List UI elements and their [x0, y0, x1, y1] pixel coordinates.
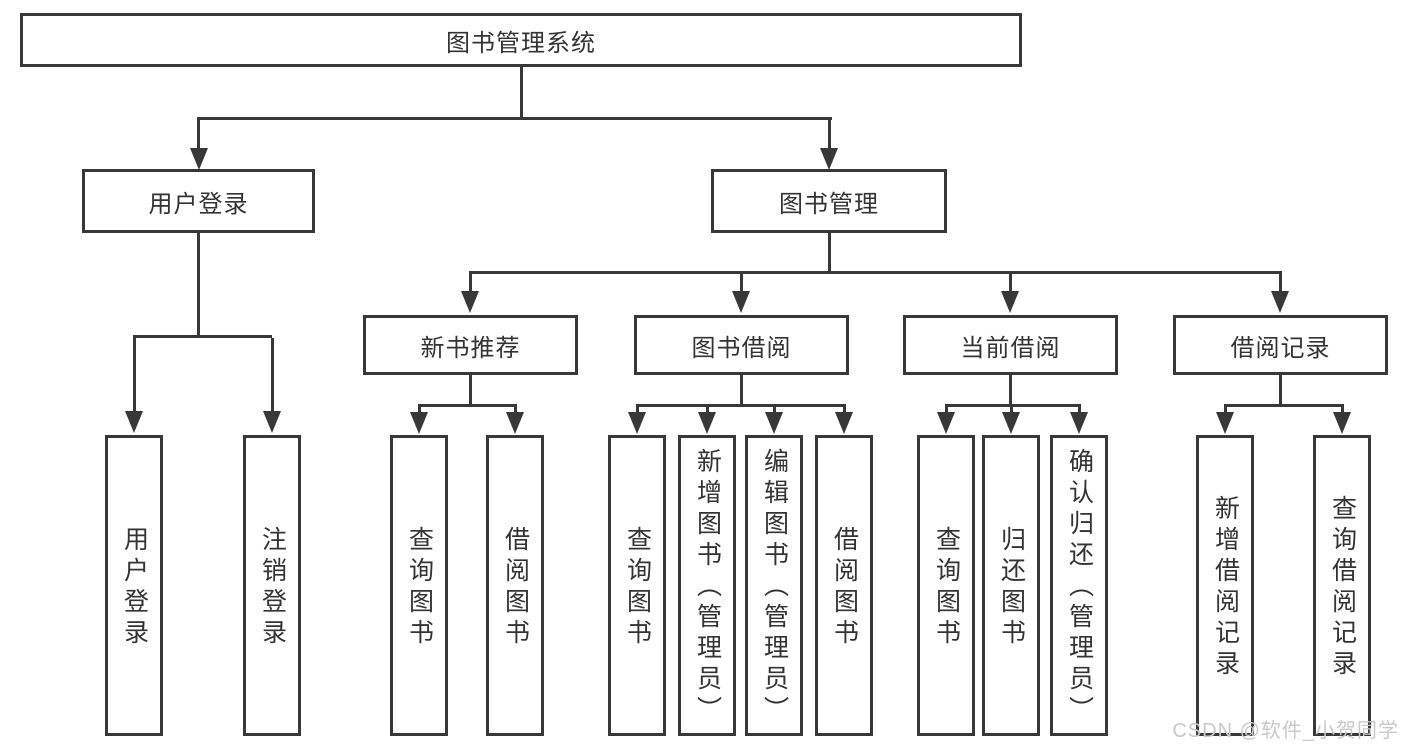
leaf-query-books-current: 查询图书: [917, 435, 975, 736]
connector-recommend-stem-1: [418, 407, 421, 415]
node-user-login: 用户登录: [82, 169, 315, 233]
arrow-down-icon: [263, 411, 281, 433]
connector-borrow-stem-1: [636, 407, 639, 415]
node-new-book-recommend: 新书推荐: [363, 315, 578, 375]
leaf-query-borrow-record: 查询借阅记录: [1313, 435, 1371, 736]
arrow-down-icon: [410, 412, 428, 434]
leaf-add-books-admin: 新增图书（管理员）: [678, 435, 736, 736]
connector-root-stem-left: [197, 120, 200, 150]
arrow-down-icon: [698, 412, 716, 434]
arrow-down-icon: [835, 412, 853, 434]
connector-records-stem-2: [1341, 407, 1344, 415]
csdn-watermark: CSDN @软件_小贺同学: [1172, 720, 1399, 742]
leaf-borrow-books-recommend: 借阅图书: [486, 435, 544, 736]
arrow-down-icon: [1216, 412, 1234, 434]
connector-borrow-stem-4: [843, 407, 846, 415]
arrow-down-icon: [765, 412, 783, 434]
connector-userlogin-vline: [197, 233, 200, 337]
arrow-down-icon: [1271, 291, 1289, 313]
arrow-down-icon: [190, 148, 208, 170]
arrow-down-icon: [1002, 412, 1020, 434]
connector-borrow-vline: [740, 375, 743, 406]
arrow-down-icon: [937, 412, 955, 434]
connector-current-hline: [945, 404, 1081, 407]
connector-bookmgmt-stem-4: [1279, 274, 1282, 292]
connector-recommend-hline: [418, 404, 517, 407]
node-library-system: 图书管理系统: [20, 13, 1022, 67]
arrow-down-icon: [1333, 412, 1351, 434]
arrow-down-icon: [628, 412, 646, 434]
arrow-down-icon: [506, 412, 524, 434]
connector-records-vline: [1279, 375, 1282, 406]
node-book-borrow: 图书借阅: [634, 315, 849, 375]
connector-bookmgmt-hline: [469, 271, 1282, 274]
connector-bookmgmt-vline: [828, 233, 831, 273]
connector-current-stem-2: [1010, 407, 1013, 415]
arrow-down-icon: [732, 291, 750, 313]
arrow-down-icon: [1070, 412, 1088, 434]
leaf-confirm-return-admin: 确认归还（管理员）: [1050, 435, 1108, 736]
leaf-edit-books-admin: 编辑图书（管理员）: [745, 435, 803, 736]
connector-userlogin-stem-1: [133, 338, 136, 412]
connector-userlogin-stem-2: [271, 338, 274, 412]
connector-recommend-stem-2: [514, 407, 517, 415]
connector-bookmgmt-stem-3: [1009, 274, 1012, 292]
connector-current-vline: [1009, 375, 1012, 406]
leaf-query-books-borrow: 查询图书: [608, 435, 666, 736]
connector-root-vline: [520, 67, 523, 117]
leaf-add-borrow-record: 新增借阅记录: [1196, 435, 1254, 736]
node-borrow-records: 借阅记录: [1173, 315, 1388, 375]
leaf-return-books: 归还图书: [982, 435, 1040, 736]
arrow-down-icon: [461, 291, 479, 313]
connector-current-stem-3: [1078, 407, 1081, 415]
connector-records-hline: [1224, 404, 1344, 407]
leaf-user-login: 用户登录: [105, 435, 163, 736]
connector-bookmgmt-stem-1: [469, 274, 472, 292]
node-current-borrow: 当前借阅: [903, 315, 1118, 375]
arrow-down-icon: [125, 411, 143, 433]
connector-records-stem-1: [1224, 407, 1227, 415]
connector-root-hline: [197, 117, 832, 120]
connector-recommend-vline: [469, 375, 472, 406]
connector-borrow-stem-3: [773, 407, 776, 415]
arrow-down-icon: [820, 148, 838, 170]
connector-current-stem-1: [945, 407, 948, 415]
arrow-down-icon: [1001, 291, 1019, 313]
connector-bookmgmt-stem-2: [740, 274, 743, 292]
leaf-logout: 注销登录: [243, 435, 301, 736]
leaf-query-books-recommend: 查询图书: [390, 435, 448, 736]
connector-userlogin-hline: [133, 335, 272, 338]
connector-borrow-hline: [636, 404, 846, 407]
connector-root-stem-right: [828, 120, 831, 150]
connector-borrow-stem-2: [706, 407, 709, 415]
node-book-management: 图书管理: [711, 169, 947, 233]
leaf-borrow-books: 借阅图书: [815, 435, 873, 736]
